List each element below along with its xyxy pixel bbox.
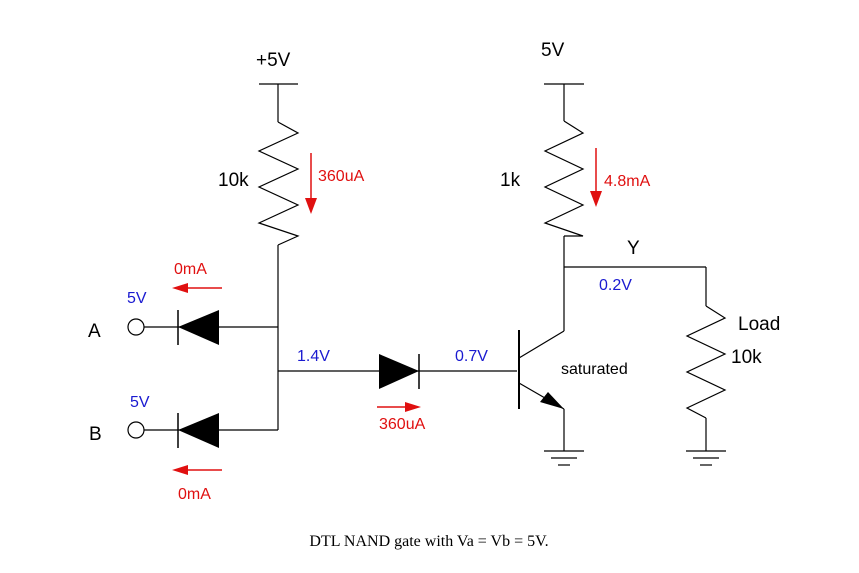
transistor-state-label: saturated (561, 361, 628, 378)
resistor-r1-icon (257, 121, 300, 246)
figure-caption: DTL NAND gate with Va = Vb = 5V. (309, 533, 548, 550)
r1-value-label: 10k (218, 170, 249, 191)
input-a-label: A (88, 321, 101, 342)
input-b-terminal-icon (127, 421, 145, 439)
diode-a-current-label: 0mA (174, 261, 207, 278)
load-resistor-icon (685, 305, 727, 419)
r2-current-label: 4.8mA (604, 173, 651, 190)
left-supply-label: +5V (256, 50, 291, 71)
series-current-label: 360uA (379, 416, 426, 433)
emitter-arrow-icon (540, 392, 564, 409)
output-voltage-label: 0.2V (599, 277, 632, 294)
series-current-arrow-icon (377, 402, 421, 412)
diode-b-current-arrow-icon (172, 465, 222, 475)
ground-icon (544, 450, 584, 466)
series-diode-icon (379, 354, 419, 389)
diode-b-icon (178, 413, 219, 448)
wiring (144, 83, 727, 466)
current-arrows (172, 148, 602, 475)
output-label: Y (627, 238, 640, 259)
load-name-label: Load (738, 314, 780, 335)
load-value-label: 10k (731, 347, 762, 368)
resistor-r2-icon (543, 120, 585, 237)
diode-a-current-arrow-icon (172, 283, 222, 293)
input-a-voltage-label: 5V (127, 290, 147, 307)
r2-current-arrow-icon (590, 148, 602, 207)
base-voltage-label: 0.7V (455, 348, 488, 365)
diode-b-current-label: 0mA (178, 486, 211, 503)
input-a-terminal-icon (127, 318, 145, 336)
r1-current-label: 360uA (318, 168, 365, 185)
ground-icon (686, 450, 726, 466)
junction-voltage-label: 1.4V (297, 348, 330, 365)
r1-current-arrow-icon (305, 153, 317, 214)
right-supply-label: 5V (541, 40, 565, 61)
input-b-label: B (89, 424, 102, 445)
transistor-collector (518, 330, 565, 359)
r2-value-label: 1k (500, 170, 521, 191)
diode-a-icon (178, 310, 219, 345)
input-b-voltage-label: 5V (130, 394, 150, 411)
